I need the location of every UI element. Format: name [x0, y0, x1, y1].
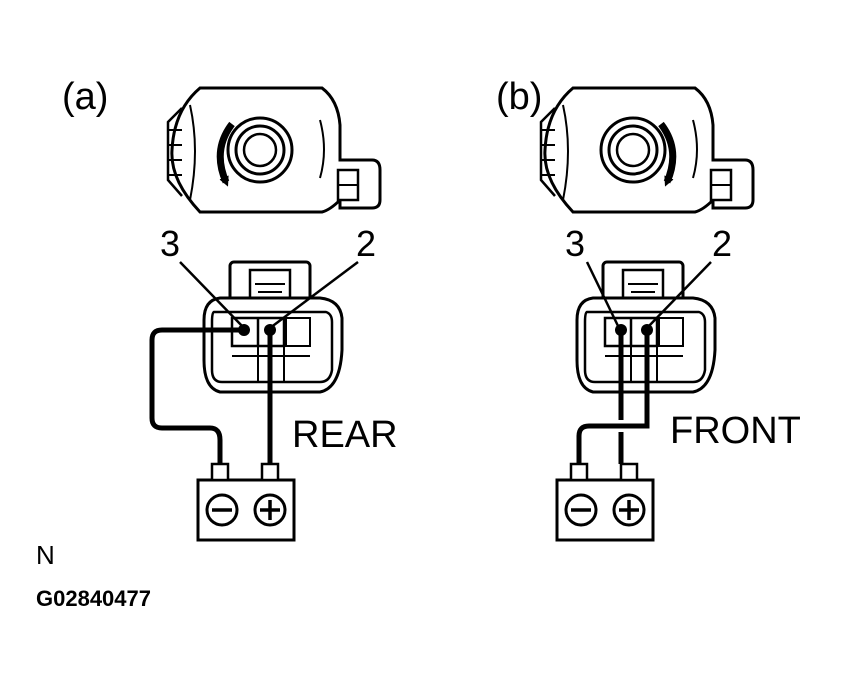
direction-label-b: FRONT	[670, 410, 801, 452]
pin-2-leader-b	[646, 261, 712, 329]
pin-3-label-a: 3	[160, 223, 181, 264]
wire-negative-b	[576, 330, 650, 464]
wire-negative-a	[149, 327, 244, 464]
pin-3-leader-b	[585, 261, 621, 329]
sensor-body-a	[166, 86, 382, 214]
pin-3-leader-a	[179, 261, 245, 329]
battery-a	[196, 462, 296, 542]
sensor-body-b	[539, 86, 755, 214]
panel-a	[149, 86, 382, 542]
battery-b	[555, 462, 655, 542]
panel-b-label: (b)	[496, 76, 543, 118]
pin-2-label-a: 2	[356, 223, 377, 264]
panel-b	[539, 86, 755, 542]
rotation-arrow-ccw	[216, 121, 235, 187]
pin-3-label-b: 3	[565, 223, 586, 264]
direction-label-a: REAR	[292, 414, 398, 456]
pin-2-leader-a	[269, 261, 359, 329]
rotation-arrow-cw	[658, 121, 677, 187]
figure-id: G02840477	[36, 586, 151, 611]
pin-2-label-b: 2	[712, 223, 733, 264]
panel-a-label: (a)	[62, 76, 109, 118]
footer-note: N	[36, 540, 55, 570]
